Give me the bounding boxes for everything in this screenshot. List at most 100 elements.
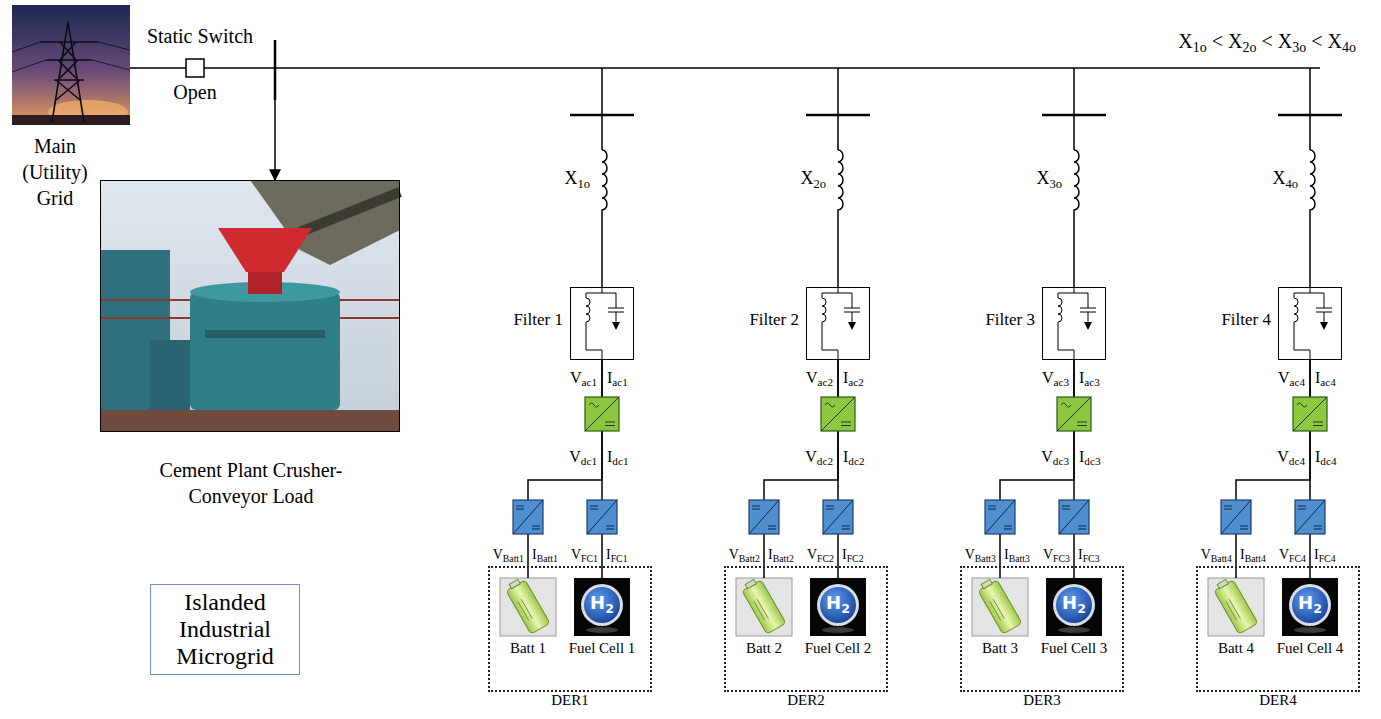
battery-label: Batt 3 [982, 640, 1018, 657]
der-group-box: DER1Batt 1H2Fuel Cell 1 [488, 566, 652, 692]
power-converters [985, 397, 1091, 534]
utility-grid-photo [12, 115, 130, 125]
cement-crusher-photo [190, 292, 340, 410]
battery-label: Batt 2 [746, 640, 782, 657]
der-label: DER3 [962, 692, 1122, 709]
fuel-cell-node: H2Fuel Cell 1 [574, 578, 630, 636]
battery-label: Batt 4 [1218, 640, 1254, 657]
der-group-box: DER2Batt 2H2Fuel Cell 2 [724, 566, 888, 692]
signal-name: Vac1 [570, 369, 597, 387]
battery-node: Batt 4 [1208, 578, 1264, 636]
cement-crusher-photo [205, 330, 325, 338]
signal-name: Vac3 [1042, 369, 1069, 387]
load-node: Cement Plant Crusher-Conveyor Load [100, 180, 400, 432]
utility-grid-node: Main (Utility) Grid [12, 5, 130, 125]
signal-name: VBatt1 [493, 547, 524, 563]
filter-box: Filter 4 [1278, 287, 1342, 360]
der-column-wiring [972, 68, 1106, 636]
reactance-label: X1o [564, 168, 590, 189]
signal-name: IBatt3 [1004, 547, 1030, 563]
der-column-wiring [1208, 68, 1342, 636]
cement-crusher-photo [150, 340, 190, 410]
signal-name: Vdc2 [805, 448, 833, 466]
static-switch-symbol [186, 59, 204, 77]
reactance-label: X3o [1036, 168, 1062, 189]
wire-connector [1073, 360, 1075, 578]
filter-label: Filter 1 [513, 310, 563, 330]
wire-connector [528, 360, 602, 578]
hydrogen-symbol: H2 [1046, 592, 1102, 614]
reactance-order-note: X1o < X2o < X3o < X4o [1178, 30, 1356, 53]
utility-grid-photo [56, 42, 80, 100]
signal-name: VBatt4 [1201, 547, 1232, 563]
fuel-cell-node: H2Fuel Cell 2 [810, 578, 866, 636]
cement-crusher-photo [218, 228, 312, 272]
signal-name: Vdc3 [1041, 448, 1069, 466]
signal-name: Idc1 [607, 448, 628, 466]
battery-node: Batt 2 [736, 578, 792, 636]
reactance-label: X4o [1272, 168, 1298, 189]
signal-name: VFC4 [1279, 547, 1306, 563]
cement-crusher-photo [100, 180, 400, 432]
signal-name: Idc2 [843, 448, 864, 466]
utility-grid-photo [52, 22, 84, 122]
signal-name: Iac3 [1079, 369, 1100, 387]
fuel-cell-label: Fuel Cell 2 [805, 640, 872, 657]
der-column-wiring [500, 68, 634, 636]
signal-name: VBatt3 [965, 547, 996, 563]
signal-name: Vac2 [806, 369, 833, 387]
der-label: DER2 [726, 692, 886, 709]
wire-connector [130, 68, 275, 180]
switch-state: Open [173, 81, 216, 104]
battery-node: Batt 3 [972, 578, 1028, 636]
power-converters [749, 397, 855, 534]
signal-name: IBatt4 [1240, 547, 1266, 563]
power-converters [513, 397, 619, 534]
signal-name: IFC1 [606, 547, 628, 563]
hydrogen-symbol: H2 [810, 592, 866, 614]
signal-name: Vac4 [1278, 369, 1305, 387]
signal-name: VFC1 [571, 547, 598, 563]
grid-caption: Main (Utility) Grid [10, 133, 100, 211]
utility-grid-photo [12, 42, 130, 72]
signal-name: Idc3 [1079, 448, 1100, 466]
der-group-box: DER4Batt 4H2Fuel Cell 4 [1196, 566, 1360, 692]
power-converters [1221, 397, 1327, 534]
fuel-cell-label: Fuel Cell 1 [569, 640, 636, 657]
utility-grid-photo [12, 5, 130, 125]
wire-connector [764, 360, 838, 578]
filter-label: Filter 2 [749, 310, 799, 330]
wire-connector [837, 360, 839, 578]
fuel-cell-node: H2Fuel Cell 3 [1046, 578, 1102, 636]
fuel-cell-node: H2Fuel Cell 4 [1282, 578, 1338, 636]
filter-box: Filter 1 [570, 287, 634, 360]
wire-connector [1309, 360, 1311, 578]
load-caption: Cement Plant Crusher-Conveyor Load [136, 457, 366, 509]
hydrogen-symbol: H2 [574, 592, 630, 614]
wire-connector [1000, 360, 1074, 578]
der-column-wiring [736, 68, 870, 636]
signal-name: Iac4 [1315, 369, 1336, 387]
signal-name: IFC4 [1314, 547, 1336, 563]
der-label: DER4 [1198, 692, 1358, 709]
der-label: DER1 [490, 692, 650, 709]
filter-label: Filter 3 [985, 310, 1035, 330]
signal-name: Iac1 [607, 369, 628, 387]
utility-grid-photo [12, 22, 130, 122]
battery-label: Batt 1 [510, 640, 546, 657]
title-text: Islanded Industrial Microgrid [155, 589, 295, 670]
wire-connector [601, 360, 603, 578]
reactance-label: X2o [800, 168, 826, 189]
filter-label: Filter 4 [1221, 310, 1271, 330]
signal-name: IBatt2 [768, 547, 794, 563]
fuel-cell-label: Fuel Cell 4 [1277, 640, 1344, 657]
signal-name: Iac2 [843, 369, 864, 387]
signal-name: Idc4 [1315, 448, 1336, 466]
signal-name: IFC3 [1078, 547, 1100, 563]
filter-box: Filter 2 [806, 287, 870, 360]
der-group-box: DER3Batt 3H2Fuel Cell 3 [960, 566, 1124, 692]
cement-crusher-photo [100, 180, 400, 432]
signal-name: VFC3 [1043, 547, 1070, 563]
cement-crusher-photo [100, 410, 400, 432]
